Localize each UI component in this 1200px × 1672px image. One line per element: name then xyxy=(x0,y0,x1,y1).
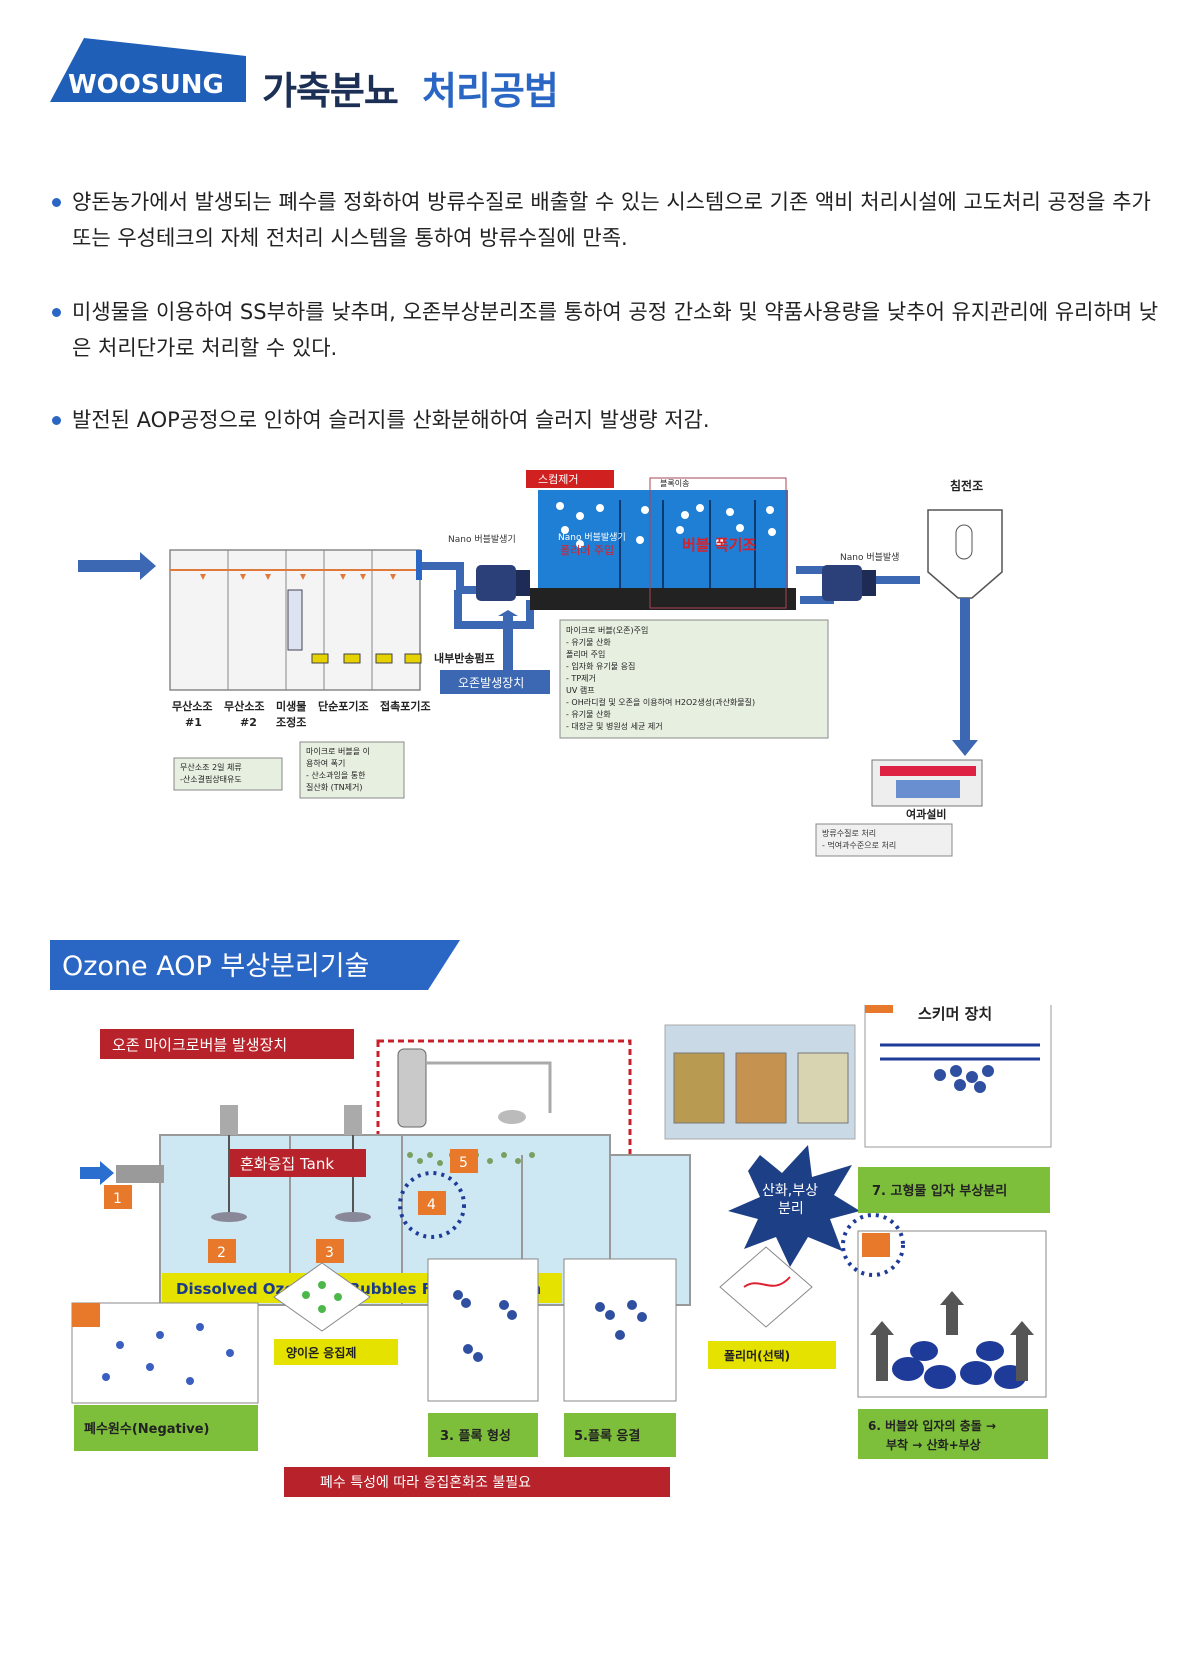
svg-text:스키머 장치: 스키머 장치 xyxy=(918,1005,992,1023)
bullet-1-text: 양돈농가에서 발생되는 폐수를 정화하여 방류수질로 배출할 수 있는 시스템으… xyxy=(72,190,1151,250)
svg-text:폴리머 주입: 폴리머 주입 xyxy=(566,650,605,659)
svg-text:#2: #2 xyxy=(240,716,257,729)
tank-base xyxy=(530,588,796,610)
info-box-left xyxy=(173,757,283,791)
ozone-generator-box xyxy=(440,670,550,694)
svg-text:혼화응집 Tank: 혼화응집 Tank xyxy=(240,1155,334,1173)
bullet-2-text: 미생물을 이용하여 SS부하를 낮추며, 오존부상분리조를 통하여 공정 간소화… xyxy=(72,300,1159,360)
info-box-mid xyxy=(299,741,405,799)
solid-flotation-label-box xyxy=(858,1167,1050,1213)
floc-coagulation-label-box xyxy=(564,1413,676,1457)
bullet-3-text: 발전된 AOP공정으로 인하여 슬러지를 산화분해하여 슬러지 발생량 저감. xyxy=(72,408,710,432)
svg-text:5.플록 응결: 5.플록 응결 xyxy=(574,1428,640,1444)
svg-text:폐수원수(Negative): 폐수원수(Negative) xyxy=(84,1422,209,1437)
svg-text:-산소결핍상태유도: -산소결핍상태유도 xyxy=(180,774,242,784)
svg-text:- 대장균 및 병원성 세균 제거: - 대장균 및 병원성 세균 제거 xyxy=(566,721,663,731)
svg-text:#1: #1 xyxy=(185,716,202,729)
svg-text:- 유기물 산화: - 유기물 산화 xyxy=(566,709,611,719)
svg-text:미생물: 미생물 xyxy=(276,699,306,713)
svg-text:폴리머(선택): 폴리머(선택) xyxy=(724,1348,790,1363)
bullet-dot-icon xyxy=(52,416,61,425)
svg-text:Nano 버블발생: Nano 버블발생 xyxy=(840,552,899,563)
svg-text:- 입자화 유기물 응집: - 입자화 유기물 응집 xyxy=(566,661,635,671)
bullet-3: 발전된 AOP공정으로 인하여 슬러지를 산화분해하여 슬러지 발생량 저감. xyxy=(52,402,1172,438)
svg-text:5: 5 xyxy=(459,1155,468,1171)
svg-text:조정조: 조정조 xyxy=(276,715,306,729)
svg-text:폴리머 주입: 폴리머 주입 xyxy=(560,544,614,557)
svg-text:오존 마이크로버블 발생장치: 오존 마이크로버블 발생장치 xyxy=(112,1036,287,1054)
svg-text:마이크로 버블(오존)주입: 마이크로 버블(오존)주입 xyxy=(566,625,648,635)
page-title-blue: 처리공법 xyxy=(422,69,559,113)
svg-text:4: 4 xyxy=(427,1197,436,1213)
section-title: Ozone AOP 부상분리기술 xyxy=(62,951,370,982)
process-flow-diagram: Nano 버블발생기 스컴제거 블록이송 Nano 버블발생기 폴리머 주입 버… xyxy=(78,470,1003,857)
aop-flotation-diagram: 오존 마이크로버블 발생장치 혼화응집 Tank 1 2 3 4 5 Disso… xyxy=(71,1005,1052,1497)
svg-text:6. 버블와 입자의 충돌 →: 6. 버블와 입자의 충돌 → xyxy=(868,1418,996,1433)
svg-text:오존발생장치: 오존발생장치 xyxy=(458,676,524,690)
tank-label-box xyxy=(230,1149,366,1177)
bullet-dot-icon xyxy=(52,198,61,207)
svg-text:내부반송펌프: 내부반송펌프 xyxy=(434,651,495,665)
svg-text:무산소조: 무산소조 xyxy=(224,699,264,713)
svg-text:3. 플록 형성: 3. 플록 형성 xyxy=(440,1428,511,1444)
polymer-label-box xyxy=(708,1341,836,1369)
ozone-device-label-box xyxy=(100,1029,354,1059)
note-label-box xyxy=(284,1467,670,1497)
info-box-right xyxy=(815,823,953,857)
svg-text:용하여 폭기: 용하여 폭기 xyxy=(306,758,345,768)
svg-text:UV 램프: UV 램프 xyxy=(566,685,595,695)
svg-text:- 산소과잉을 통한: - 산소과잉을 통한 xyxy=(306,770,366,780)
svg-text:- 유기물 산화: - 유기물 산화 xyxy=(566,637,611,647)
info-box-ozone xyxy=(559,619,829,739)
svg-text:3: 3 xyxy=(325,1245,334,1261)
svg-text:폐수 특성에 따라 응집혼화조 불필요: 폐수 특성에 따라 응집혼화조 불필요 xyxy=(320,1475,531,1491)
bullet-2: 미생물을 이용하여 SS부하를 낮추며, 오존부상분리조를 통하여 공정 간소화… xyxy=(52,294,1172,366)
collision-label-box xyxy=(858,1409,1048,1459)
svg-text:양이온 응집제: 양이온 응집제 xyxy=(286,1345,356,1360)
pump-icon xyxy=(822,565,862,601)
svg-text:- OH라디컬 및 오존을 이용하여 H2O2생성(과산화물: - OH라디컬 및 오존을 이용하여 H2O2생성(과산화물질) xyxy=(566,697,755,707)
svg-text:여과설비: 여과설비 xyxy=(906,807,946,821)
pump-icon xyxy=(476,565,516,601)
floc-formation-box xyxy=(427,1258,539,1402)
bullet-dot-icon xyxy=(52,308,61,317)
floc-formation-label-box xyxy=(428,1413,538,1457)
oxidation-burst-icon xyxy=(728,1145,860,1267)
svg-text:버블 폭기조: 버블 폭기조 xyxy=(682,536,756,554)
svg-text:접촉포기조: 접촉포기조 xyxy=(380,699,431,713)
svg-text:- TP제거: - TP제거 xyxy=(566,674,596,683)
logo-text: WOOSUNG xyxy=(68,70,224,100)
cation-coagulant-label-box xyxy=(274,1339,398,1365)
svg-text:분리: 분리 xyxy=(778,1201,804,1217)
svg-text:Nano 버블발생기: Nano 버블발생기 xyxy=(558,532,626,543)
inlet-arrow-icon xyxy=(78,552,156,580)
svg-text:블록이송: 블록이송 xyxy=(660,478,689,488)
svg-text:마이크로 버블을 이: 마이크로 버블을 이 xyxy=(306,746,370,756)
svg-text:무산소조: 무산소조 xyxy=(172,699,212,713)
wastewater-label-box xyxy=(74,1405,258,1451)
svg-text:방류수질로 처리: 방류수질로 처리 xyxy=(822,828,876,838)
scum-label-box xyxy=(526,470,614,488)
page-title-dark: 가축분뇨 xyxy=(262,69,399,113)
svg-text:스컴제거: 스컴제거 xyxy=(538,473,578,486)
inlet-arrow-icon xyxy=(80,1161,114,1185)
svg-text:Nano 버블발생기: Nano 버블발생기 xyxy=(448,534,516,545)
svg-text:무산소조 2일 체류: 무산소조 2일 체류 xyxy=(180,762,242,772)
svg-text:단순포기조: 단순포기조 xyxy=(318,699,369,713)
section-banner xyxy=(50,940,460,990)
bullet-1: 양돈농가에서 발생되는 폐수를 정화하여 방류수질로 배출할 수 있는 시스템으… xyxy=(52,184,1172,256)
svg-text:1: 1 xyxy=(113,1191,122,1207)
polymer-diamond xyxy=(719,1246,813,1328)
woosung-logo: WOOSUNG xyxy=(50,38,246,102)
svg-text:질산화 (TN제거): 질산화 (TN제거) xyxy=(306,782,362,792)
coagulant-diamond xyxy=(273,1262,371,1332)
svg-text:산화,부상: 산화,부상 xyxy=(762,1183,818,1199)
svg-text:침전조: 침전조 xyxy=(950,478,983,493)
svg-text:7. 고형물 입자 부상분리: 7. 고형물 입자 부상분리 xyxy=(872,1183,1007,1199)
svg-text:부착 → 산화+부상: 부착 → 산화+부상 xyxy=(886,1437,981,1452)
svg-text:2: 2 xyxy=(217,1245,226,1261)
svg-text:- 먹여과수준으로 처리: - 먹여과수준으로 처리 xyxy=(822,840,896,850)
